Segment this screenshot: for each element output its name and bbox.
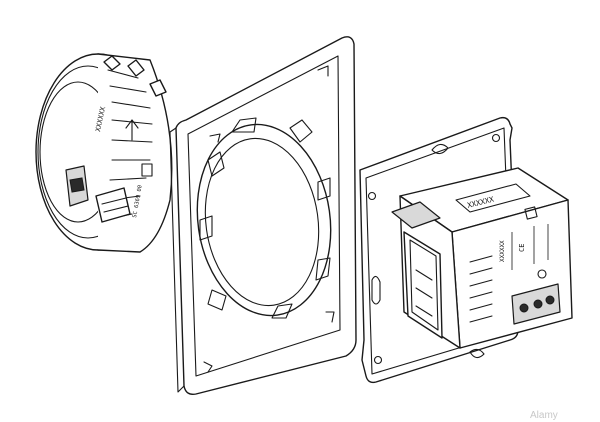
frame-tab-3 — [317, 177, 331, 201]
knob-side-text: SC 6369 00 — [132, 185, 144, 219]
module-side-bracket — [403, 231, 443, 339]
frame-tab-8 — [207, 151, 225, 177]
frame-tab-4 — [315, 257, 331, 281]
module-ce-mark: CE — [518, 244, 526, 252]
frame-tab-7 — [199, 215, 213, 241]
knob-arrow-icon — [125, 119, 139, 141]
knob-clip-top-3 — [149, 79, 167, 97]
plate-hole-2 — [491, 133, 501, 143]
module-vents — [469, 255, 493, 323]
module-front-detail — [511, 224, 549, 270]
frame-tab-1 — [231, 117, 257, 133]
cover-frame — [169, 36, 357, 396]
module-label-plate — [455, 183, 531, 213]
module-clip-top — [391, 201, 441, 229]
knob-connector-lines — [101, 197, 129, 213]
frame-opening-outer — [196, 123, 332, 317]
terminal-screw-3 — [545, 295, 555, 305]
plate-slot-left — [371, 275, 381, 305]
frame-thickness — [169, 127, 185, 393]
knob-connector-block — [95, 187, 131, 223]
terminal-screw-1 — [519, 303, 529, 313]
knob-clip-top-1 — [103, 55, 121, 71]
knob-clip-top-2 — [127, 59, 145, 77]
frame-tab-2 — [289, 119, 313, 143]
power-module: XXXXXX XXXXXX CE — [391, 167, 573, 349]
module-bracket-ribs — [415, 269, 433, 317]
frame-notch-tr — [317, 65, 329, 77]
terminal-screw-2 — [533, 299, 543, 309]
watermark-text: Alamy — [530, 410, 558, 421]
plate-hole-1 — [367, 191, 377, 201]
frame-tab-5 — [271, 303, 293, 319]
module-led — [537, 269, 547, 279]
plate-slot-bottom — [469, 348, 485, 359]
plate-hole-3 — [373, 355, 383, 365]
plate-slot-top — [431, 143, 449, 155]
frame-opening-inner — [204, 137, 320, 307]
module-top-square — [524, 206, 538, 220]
module-reversed-text: XXXXXX — [499, 240, 506, 262]
module-bracket-inner — [409, 239, 439, 331]
frame-notch-br — [325, 311, 335, 323]
control-knob-unit: XXXXXX SC 6369 00 — [35, 53, 173, 253]
knob-square-detail — [141, 163, 153, 177]
frame-notch-tl — [209, 133, 221, 143]
frame-notch-bl — [203, 361, 213, 373]
knob-terminal-slot — [69, 177, 85, 193]
frame-tab-6 — [207, 289, 227, 311]
frame-inner-edge — [187, 55, 341, 377]
